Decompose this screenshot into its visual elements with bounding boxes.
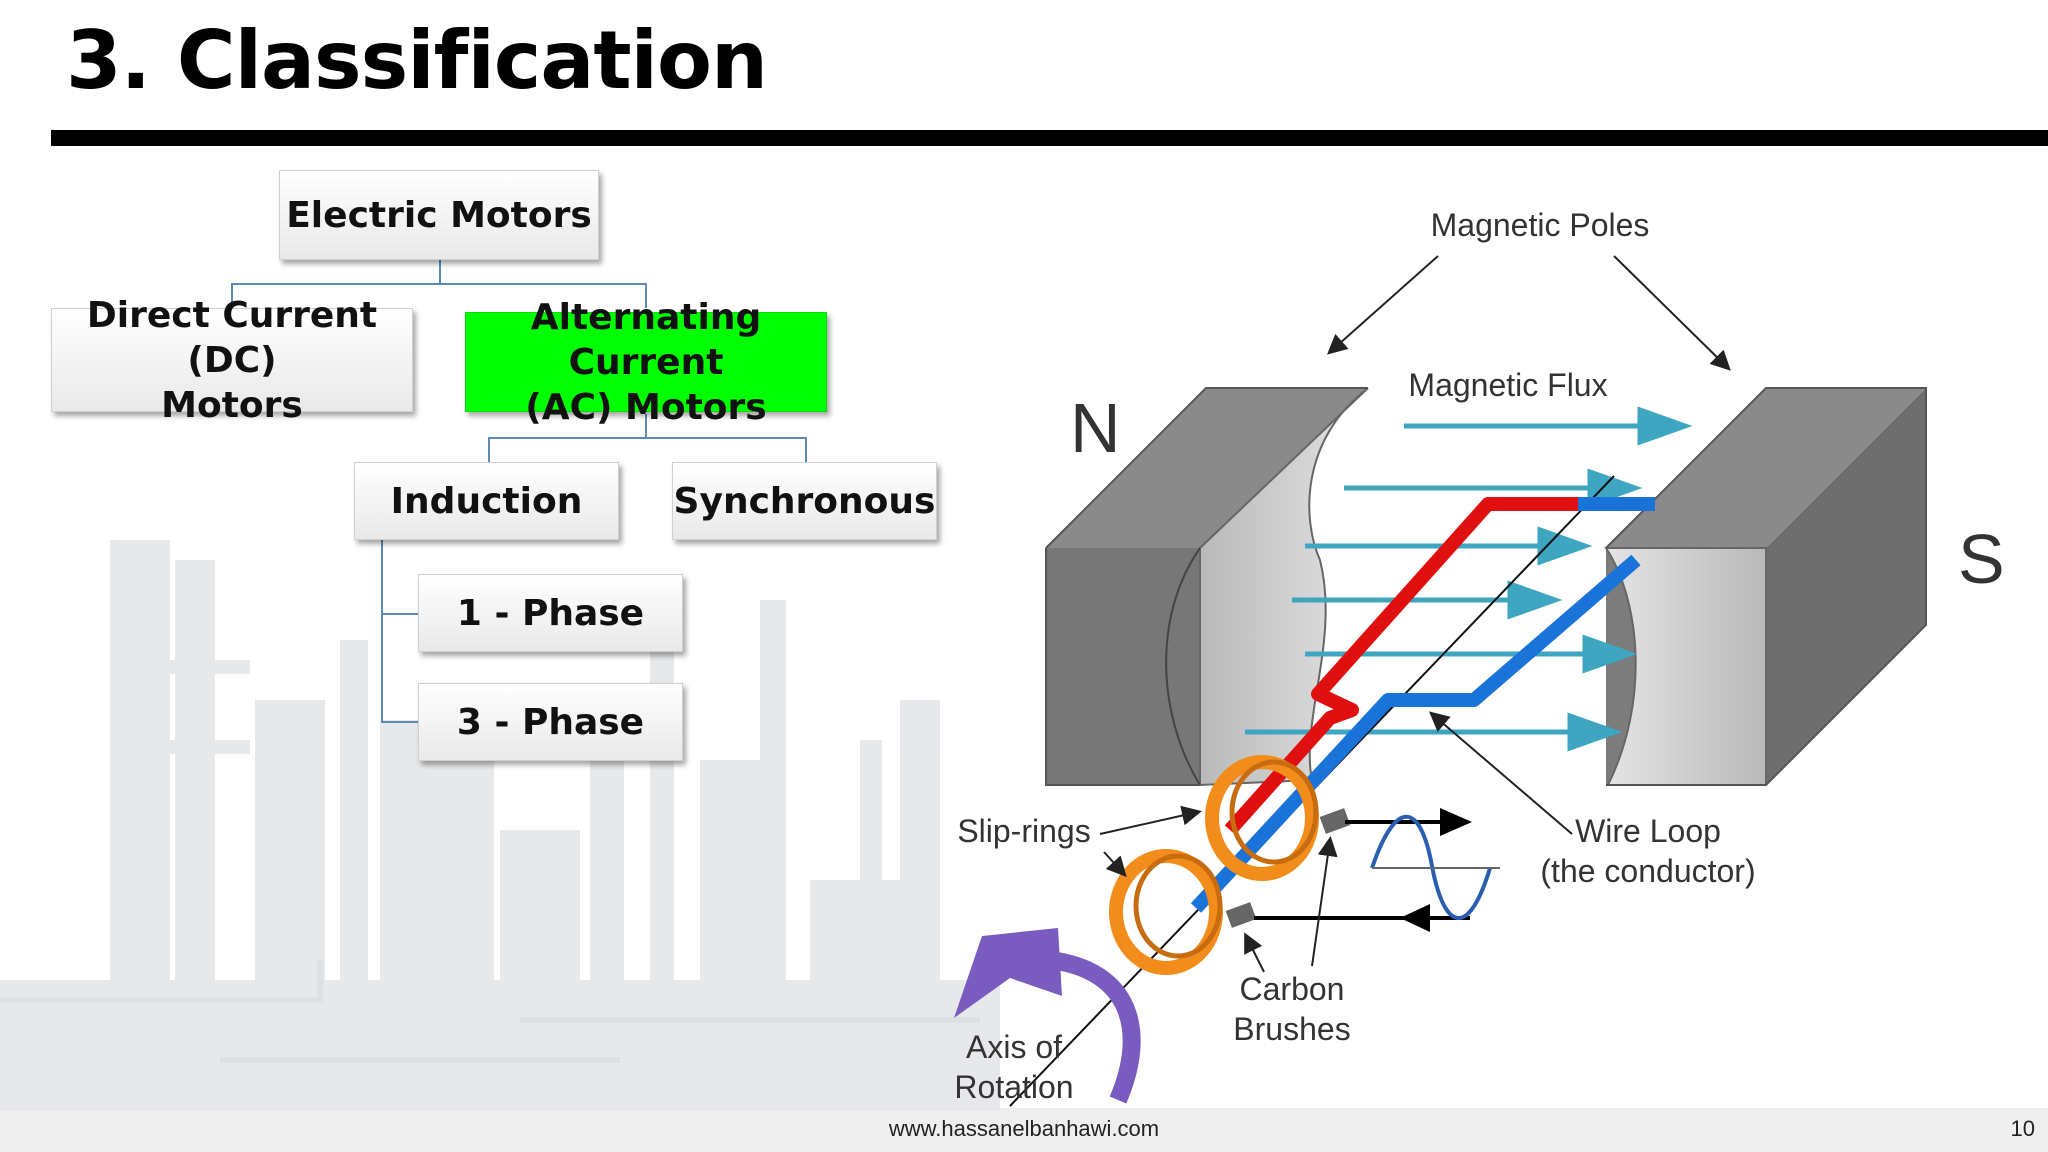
brushes-label: Brushes — [1233, 1011, 1350, 1047]
south-label: S — [1958, 520, 2005, 598]
node-1-phase: 1 - Phase — [418, 574, 683, 652]
footer-bar — [0, 1108, 2048, 1152]
wire-loop — [1190, 497, 1655, 913]
rotation-label: Rotation — [954, 1069, 1073, 1105]
south-pole-magnet — [1604, 387, 1927, 786]
north-pole-magnet — [1045, 387, 1369, 787]
node-3-phase: 3 - Phase — [418, 683, 683, 761]
ac-sine-wave — [1370, 814, 1492, 920]
footer-url: www.hassanelbanhawi.com — [888, 1116, 1160, 1141]
north-label: N — [1070, 389, 1121, 467]
node-electric-motors: Electric Motors — [279, 170, 599, 260]
magnetic-poles-label: Magnetic Poles — [1431, 207, 1650, 243]
page-number: 10 — [2010, 1116, 2035, 1141]
node-synchronous: Synchronous — [672, 462, 937, 540]
rotation-arrow — [954, 928, 1141, 1104]
node-induction: Induction — [354, 462, 619, 540]
slip-rings-label: Slip-rings — [957, 813, 1090, 849]
wire-loop-sublabel: (the conductor) — [1540, 853, 1755, 889]
carbon-label: Carbon — [1240, 971, 1345, 1007]
title-underline — [51, 130, 2048, 146]
magnetic-flux-label: Magnetic Flux — [1408, 367, 1607, 403]
node-dc-motors: Direct Current (DC) Motors — [51, 295, 413, 426]
slip-rings — [1109, 755, 1319, 975]
carbon-brushes — [1225, 808, 1351, 928]
slide-title: 3. Classification — [66, 14, 768, 107]
wire-loop-label: Wire Loop — [1575, 813, 1721, 849]
axis-of-label: Axis of — [966, 1029, 1062, 1065]
